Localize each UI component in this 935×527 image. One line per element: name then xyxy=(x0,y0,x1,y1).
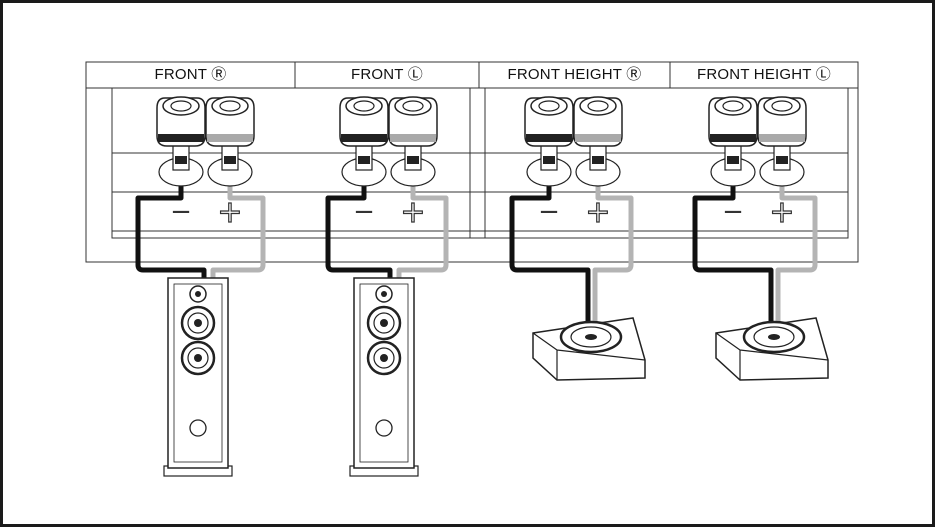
terminal-hole xyxy=(175,156,187,164)
woofer-dustcap xyxy=(194,319,202,327)
column-label-front-height-l: FRONT HEIGHT Ⓛ xyxy=(697,66,831,83)
terminal-hole xyxy=(407,156,419,164)
positive-wire xyxy=(592,172,634,322)
negative-sign: − xyxy=(722,197,744,227)
terminal-hole xyxy=(727,156,739,164)
negative-terminal xyxy=(524,96,574,187)
negative-sign: − xyxy=(538,197,560,227)
terminal-color-ring xyxy=(759,134,805,142)
speaker-baffle xyxy=(173,283,223,463)
terminal-color-ring xyxy=(207,134,253,142)
module-dustcap xyxy=(768,334,780,340)
negative-wire xyxy=(325,172,393,278)
column-label-front-l: FRONT Ⓛ xyxy=(351,66,423,83)
terminal-cap-hole xyxy=(402,100,424,112)
floorstanding-speaker xyxy=(349,277,419,477)
woofer-dustcap xyxy=(380,319,388,327)
positive-wire xyxy=(210,172,266,278)
negative-wire xyxy=(509,172,591,322)
module-edges xyxy=(532,332,646,380)
terminal-cap-hole xyxy=(587,100,609,112)
positive-wire xyxy=(396,172,449,278)
bass-port xyxy=(375,419,393,437)
terminal-hole xyxy=(776,156,788,164)
terminal-cap-hole xyxy=(353,100,375,112)
positive-terminal xyxy=(205,96,255,187)
floorstanding-speaker xyxy=(163,277,233,477)
negative-terminal xyxy=(339,96,389,187)
positive-sign: + xyxy=(769,195,794,230)
positive-sign: + xyxy=(585,195,610,230)
negative-sign: − xyxy=(353,197,375,227)
positive-sign: + xyxy=(217,195,242,230)
bass-port xyxy=(189,419,207,437)
negative-wire xyxy=(135,172,207,278)
tweeter-dome xyxy=(381,291,387,297)
terminal-hole xyxy=(358,156,370,164)
terminal-cap-hole xyxy=(219,100,241,112)
terminal-hole xyxy=(224,156,236,164)
terminal-color-ring xyxy=(390,134,436,142)
terminal-cap-hole xyxy=(722,100,744,112)
module-edges xyxy=(715,332,829,380)
speaker-channel-4: −+ xyxy=(692,96,829,381)
woofer-dustcap xyxy=(380,354,388,362)
terminal-color-ring xyxy=(341,134,387,142)
positive-terminal xyxy=(757,96,807,187)
negative-terminal xyxy=(708,96,758,187)
terminal-cap-hole xyxy=(170,100,192,112)
negative-terminal xyxy=(156,96,206,187)
height-module-speaker xyxy=(715,317,829,381)
negative-sign: − xyxy=(170,197,192,227)
terminal-color-ring xyxy=(526,134,572,142)
negative-wire xyxy=(692,172,774,322)
positive-wire xyxy=(775,172,818,322)
terminal-color-ring xyxy=(710,134,756,142)
speaker-channel-2: −+ xyxy=(325,96,449,477)
speaker-baffle xyxy=(359,283,409,463)
positive-terminal xyxy=(388,96,438,187)
speaker-channel-1: −+ xyxy=(135,96,266,477)
height-module-speaker xyxy=(532,317,646,381)
terminal-cap-hole xyxy=(771,100,793,112)
positive-sign: + xyxy=(400,195,425,230)
woofer-dustcap xyxy=(194,354,202,362)
terminal-color-ring xyxy=(575,134,621,142)
column-label-front-height-r: FRONT HEIGHT Ⓡ xyxy=(507,66,642,83)
terminal-hole xyxy=(543,156,555,164)
column-label-front-r: FRONT Ⓡ xyxy=(154,66,227,83)
speaker-channel-3: −+ xyxy=(509,96,646,381)
module-dustcap xyxy=(585,334,597,340)
positive-terminal xyxy=(573,96,623,187)
terminal-cap-hole xyxy=(538,100,560,112)
tweeter-dome xyxy=(195,291,201,297)
terminal-hole xyxy=(592,156,604,164)
terminal-color-ring xyxy=(158,134,204,142)
